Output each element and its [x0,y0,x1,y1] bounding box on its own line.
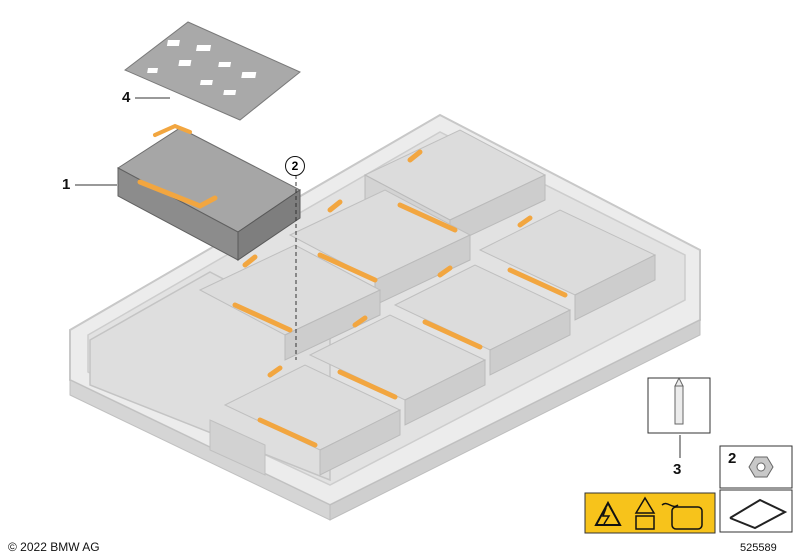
tool-box [647,376,711,434]
reference-number: 525589 [740,542,777,554]
copyright-text: © 2022 BMW AG [8,540,100,554]
callout-nut-box: 2 [728,450,737,467]
leader-lines [75,97,681,458]
hand-icon [671,506,703,530]
callout-part-2-circled: 2 [285,156,305,176]
schematic-icon [729,498,788,530]
schematic-box [719,489,793,533]
manual-icon [635,515,655,530]
warning-triangle-icon [634,496,656,514]
callout-part-3: 3 [673,461,682,478]
cover-plate [124,21,301,121]
callout-part-4: 4 [122,89,131,106]
battery-module-row-2 [223,209,657,476]
warning-labels [584,492,716,534]
battery-module [117,123,301,261]
callout-part-1: 1 [62,176,71,193]
orange-cable-bars [232,149,568,448]
nut-box [719,445,793,489]
tool-icon [674,385,684,425]
battery-housing [69,113,701,521]
high-voltage-warning-icon [594,500,622,526]
